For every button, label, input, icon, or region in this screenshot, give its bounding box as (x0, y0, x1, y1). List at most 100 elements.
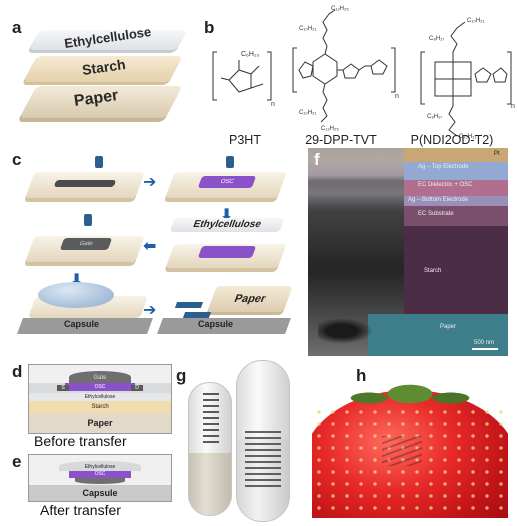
capsule-right (236, 360, 290, 522)
p3ht-bracket-right (267, 51, 272, 101)
polymer-name-p3ht: P3HT (229, 133, 261, 147)
ndi-bracket-right (507, 51, 512, 105)
step1-electrodes (53, 180, 117, 187)
cross-section-before: Gate OSC S D Ethylcellulose Starch Paper (28, 364, 172, 434)
step6-capsule-label: Capsule (198, 319, 234, 329)
after-capsule: Capsule (29, 485, 171, 501)
chemical-structures: C₆H₁₃ n C₁₂H₂₅ C₁₀H₂₁ C₁₀H₂₁ C₁₂H₂₅ n C₁… (212, 6, 515, 140)
before-starch-label: Starch (91, 404, 109, 410)
strawberry-leaves (342, 366, 478, 406)
step1-print-nozzle (95, 156, 103, 168)
step2-osc-film: OSC (197, 176, 257, 188)
sem-overlay-dielectric (404, 180, 508, 196)
capsule-left-devices (203, 393, 219, 447)
sem-label-top-electrode: Ag – Top Electrode (418, 164, 469, 170)
ndi-substituent-bottom2: C₁₀H₂₁ (459, 134, 477, 140)
before-gate-label: Gate (93, 375, 107, 381)
before-paper-label: Paper (87, 418, 113, 428)
step5-stamp (38, 282, 114, 308)
step6-paper-block: Paper (207, 286, 293, 312)
ndi-thiophene-2 (492, 67, 508, 83)
step3-gate: Gate (59, 238, 113, 250)
before-ethylcellulose-label: Ethylcellulose (84, 394, 116, 400)
after-capsule-label: Capsule (82, 488, 118, 498)
ndi-substituent-top2: C₈H₁₇ (429, 36, 444, 42)
p3ht-thiophene-ring (228, 69, 252, 93)
step2-osc-label: OSC (219, 179, 235, 185)
cross-section-after: Ethylcellulose OSC Capsule (28, 454, 172, 502)
ndi-side-chain-top (450, 21, 466, 62)
sem-scalebar (472, 348, 498, 350)
sem-label-bottom-electrode: Ag – Bottom Electrode (408, 197, 469, 203)
sem-overlay-starch (404, 226, 508, 314)
capsule-left (188, 382, 232, 516)
dpp-side-chain-bottom (320, 83, 328, 123)
panel-label-g: g (176, 366, 187, 385)
panel-label-d: d (12, 362, 23, 381)
sem-label-dielectric: EC Dielectric + OSC (418, 182, 473, 188)
before-ethylcellulose: Ethylcellulose (29, 393, 171, 401)
sem-overlay-top-electrode (404, 162, 508, 180)
after-top: Ethylcellulose (59, 461, 141, 471)
sem-label-pt: Pt (494, 151, 500, 157)
before-gate: Gate (69, 371, 131, 383)
before-starch: Starch (29, 401, 171, 413)
dpp-substituent-bottom2: C₁₂H₂₅ (321, 126, 339, 132)
dpp-core (312, 53, 338, 85)
strawberry-seeds (312, 406, 508, 518)
sem-image (308, 148, 508, 356)
after-osc-label: OSC (94, 471, 106, 477)
step4-ethylcellulose-sheet: Ethylcellulose (169, 218, 285, 232)
after-ethylcellulose-label: Ethylcellulose (84, 464, 116, 470)
p3ht-substituent: C₆H₁₃ (241, 51, 259, 58)
ndi-substituent-bottom: C₈H₁₇ (427, 114, 442, 120)
capsule-left-lower (189, 453, 231, 515)
sem-overlay-pt (404, 148, 508, 162)
panel-label-h: h (356, 366, 367, 385)
ndi-substituent-top: C₁₀H₂₁ (467, 18, 485, 24)
step5-capsule-label: Capsule (64, 319, 100, 329)
before-paper: Paper (29, 413, 171, 433)
dpp-bracket-left (292, 47, 297, 93)
dpp-substituent-top: C₁₂H₂₅ (331, 6, 349, 12)
panel-label-a: a (12, 18, 22, 37)
caption-before-transfer: Before transfer (34, 433, 127, 449)
before-source: S (57, 385, 69, 391)
sem-cracks (318, 316, 378, 346)
capsule-right-devices (245, 431, 281, 487)
before-drain-label: D (135, 385, 139, 391)
polymer-name-dpp: 29-DPP-TVT (305, 133, 377, 147)
step6-paper-label: Paper (232, 293, 268, 305)
sem-label-substrate: EC Substrate (418, 211, 454, 217)
step3-gate-label: Gate (78, 241, 94, 247)
p3ht-n: n (271, 101, 275, 108)
dpp-substituent-top2: C₁₀H₂₁ (299, 26, 317, 32)
p3ht-bracket-left (212, 51, 217, 101)
sem-scalebar-label: 500 nm (474, 340, 495, 346)
arrow-c4-c3: ⬅ (143, 238, 157, 255)
panel-label-e: e (12, 452, 22, 471)
before-osc-label: OSC (94, 384, 106, 390)
step3-print-nozzle (84, 214, 92, 226)
before-source-label: S (61, 385, 65, 391)
ndi-thiophene-1 (474, 67, 492, 83)
before-osc: OSC (65, 383, 135, 391)
strawberry-device (382, 436, 422, 466)
dpp-thiophene-2 (342, 63, 360, 79)
sem-label-starch: Starch (424, 268, 442, 274)
sem-label-paper: Paper (440, 324, 457, 330)
sem-overlay-bottom-electrode (404, 196, 508, 206)
arrow-c1-c2: ➔ (143, 174, 157, 191)
panel-label-b: b (204, 18, 215, 37)
panel-label-f: f (314, 150, 320, 169)
panel-label-c: c (12, 150, 22, 169)
dpp-n: n (395, 93, 399, 100)
step4-osc-film (197, 246, 257, 258)
strawberry-photo (312, 366, 508, 518)
step6-device-strip (174, 302, 204, 308)
arrow-c5-c6: ➔ (143, 302, 157, 319)
dpp-thiophene-3 (370, 59, 388, 75)
before-drain: D (131, 385, 143, 391)
after-gate (75, 478, 125, 484)
ndi-side-chain-bottom (448, 96, 458, 137)
